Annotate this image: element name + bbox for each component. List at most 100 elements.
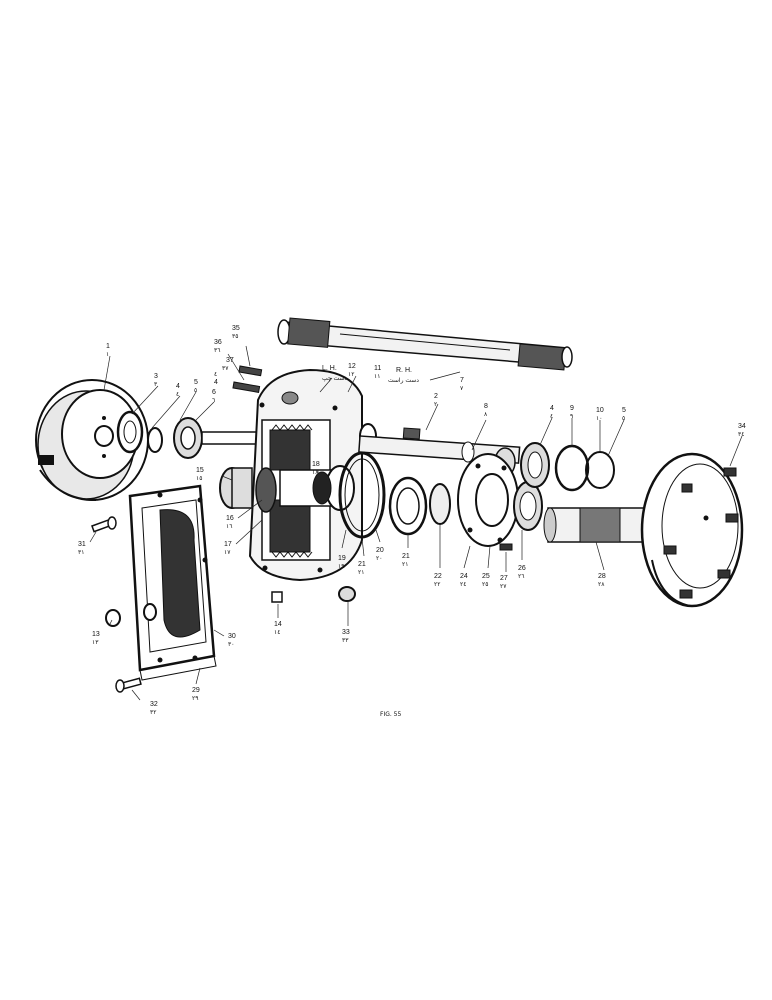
callout-20: 20 [376, 547, 384, 554]
callout-31-alt: ٣١ [78, 549, 84, 556]
callout-4a-alt: ٤ [176, 391, 179, 398]
leader-lines [89, 345, 743, 701]
callout-16: 16 [226, 515, 234, 522]
callout-11-alt: ١١ [374, 373, 380, 380]
callout-35-alt: ٣٥ [232, 333, 238, 340]
callout-2: 2 [434, 393, 438, 400]
callout-32-alt: ٣٢ [150, 709, 156, 716]
part-long-splined-shaft [277, 317, 573, 371]
callout-34: 34 [738, 423, 746, 430]
callout-4c-alt: ٤ [550, 413, 553, 420]
part-lower-gear [269, 499, 313, 558]
callout-24: 24 [460, 573, 468, 580]
callout-5b-alt: ٥ [622, 415, 625, 422]
part-side-cover [128, 484, 217, 681]
callout-25: 25 [482, 573, 490, 580]
callout-19: 19 [338, 555, 346, 562]
callout-16-alt: ١٦ [226, 523, 232, 530]
callout-6-alt: ٦ [212, 397, 215, 404]
part-bearing-carrier [457, 453, 543, 551]
part-gasket-rings [338, 451, 451, 539]
callout-4a: 4 [176, 383, 180, 390]
callout-29-alt: ٢٩ [192, 695, 198, 702]
callout-1-alt: ١ [106, 351, 109, 358]
callout-11: 11 [374, 365, 381, 372]
label-right-hand-alt: دست راست [388, 377, 419, 384]
callout-9-alt: ٩ [570, 413, 573, 420]
callout-36: 36 [214, 339, 222, 346]
callout-25-alt: ٢٥ [482, 581, 488, 588]
callout-19-alt: ١٩ [338, 563, 344, 570]
label-right-hand: R. H. [396, 367, 412, 374]
callout-21b-alt: ٢١ [402, 561, 408, 568]
callout-12: 12 [348, 363, 356, 370]
callout-17-alt: ١٧ [224, 549, 231, 556]
callout-2-alt: ٢ [434, 401, 437, 408]
callout-26: 26 [518, 565, 526, 572]
callout-21b: 21 [402, 553, 410, 560]
callout-20-alt: ٢٠ [376, 555, 382, 562]
callout-4b: 4 [214, 379, 218, 386]
part-bolts-plugs [91, 516, 356, 693]
callout-17: 17 [224, 541, 232, 548]
part-retaining-rings [520, 442, 615, 492]
callout-37-alt: ٣٧ [222, 365, 229, 372]
part-dowel-pins [232, 365, 263, 394]
callout-28: 28 [598, 573, 606, 580]
callout-37: 37 [226, 357, 234, 364]
callout-6: 6 [212, 389, 216, 396]
callout-27-alt: ٢٧ [500, 583, 507, 590]
callout-13a-alt: ١٣ [92, 639, 99, 646]
callout-34-alt: ٣٤ [738, 431, 744, 438]
callout-22-alt: ٢٢ [434, 581, 440, 588]
callout-labels: 1 ١ 2 ٢ 3 ٣ 4 ٤ 5 ٥ 6 ٦ 4 ٤ 7 ٧ 8 ٨ 9 ٩ … [78, 325, 746, 718]
callout-22: 22 [434, 573, 442, 580]
callout-8: 8 [484, 403, 488, 410]
callout-5: 5 [194, 379, 198, 386]
callout-14: 14 [274, 621, 282, 628]
callout-31: 31 [78, 541, 86, 548]
callout-15: 15 [196, 467, 204, 474]
label-left-hand-alt: دست چپ [322, 375, 347, 382]
callout-28-alt: ٢٨ [598, 581, 605, 588]
callout-35: 35 [232, 325, 240, 332]
callout-13a: 13 [92, 631, 100, 638]
callout-7-alt: ٧ [460, 385, 464, 392]
callout-8-alt: ٨ [484, 411, 488, 418]
figure-reference: FIG. 55 [380, 711, 402, 718]
callout-1: 1 [106, 343, 110, 350]
part-splined-stub [543, 507, 659, 543]
callout-24-alt: ٢٤ [460, 581, 466, 588]
callout-5-alt: ٥ [194, 387, 197, 394]
label-left-hand: L. H. [322, 365, 337, 372]
callout-29: 29 [192, 687, 200, 694]
callout-14-alt: ١٤ [274, 629, 280, 636]
callout-26-alt: ٢٦ [518, 573, 524, 580]
callout-9: 9 [570, 405, 574, 412]
part-drive-flange [640, 452, 744, 608]
part-input-seal-bearing [116, 410, 263, 459]
part-pinion-assembly [219, 465, 355, 513]
callout-21a-alt: ٢١ [358, 569, 364, 576]
callout-32: 32 [150, 701, 158, 708]
part-upper-gear [269, 424, 313, 471]
callout-27: 27 [500, 575, 508, 582]
callout-33: 33 [342, 629, 350, 636]
callout-10: 10 [596, 407, 604, 414]
callout-30-alt: ٣٠ [228, 641, 234, 648]
callout-4b-alt: ٤ [214, 371, 217, 378]
callout-30: 30 [228, 633, 236, 640]
callout-36-alt: ٣٦ [214, 347, 220, 354]
callout-10-alt: ١٠ [596, 415, 602, 422]
callout-3-alt: ٣ [154, 381, 158, 388]
callout-4c: 4 [550, 405, 554, 412]
callout-3: 3 [154, 373, 158, 380]
callout-7: 7 [460, 377, 464, 384]
callout-5b: 5 [622, 407, 626, 414]
callout-18: 18 [312, 461, 320, 468]
callout-18-alt: ١٨ [312, 469, 319, 476]
part-pulley-drum [35, 379, 149, 501]
callout-15-alt: ١٥ [196, 475, 202, 482]
callout-33-alt: ٣٣ [342, 637, 349, 644]
